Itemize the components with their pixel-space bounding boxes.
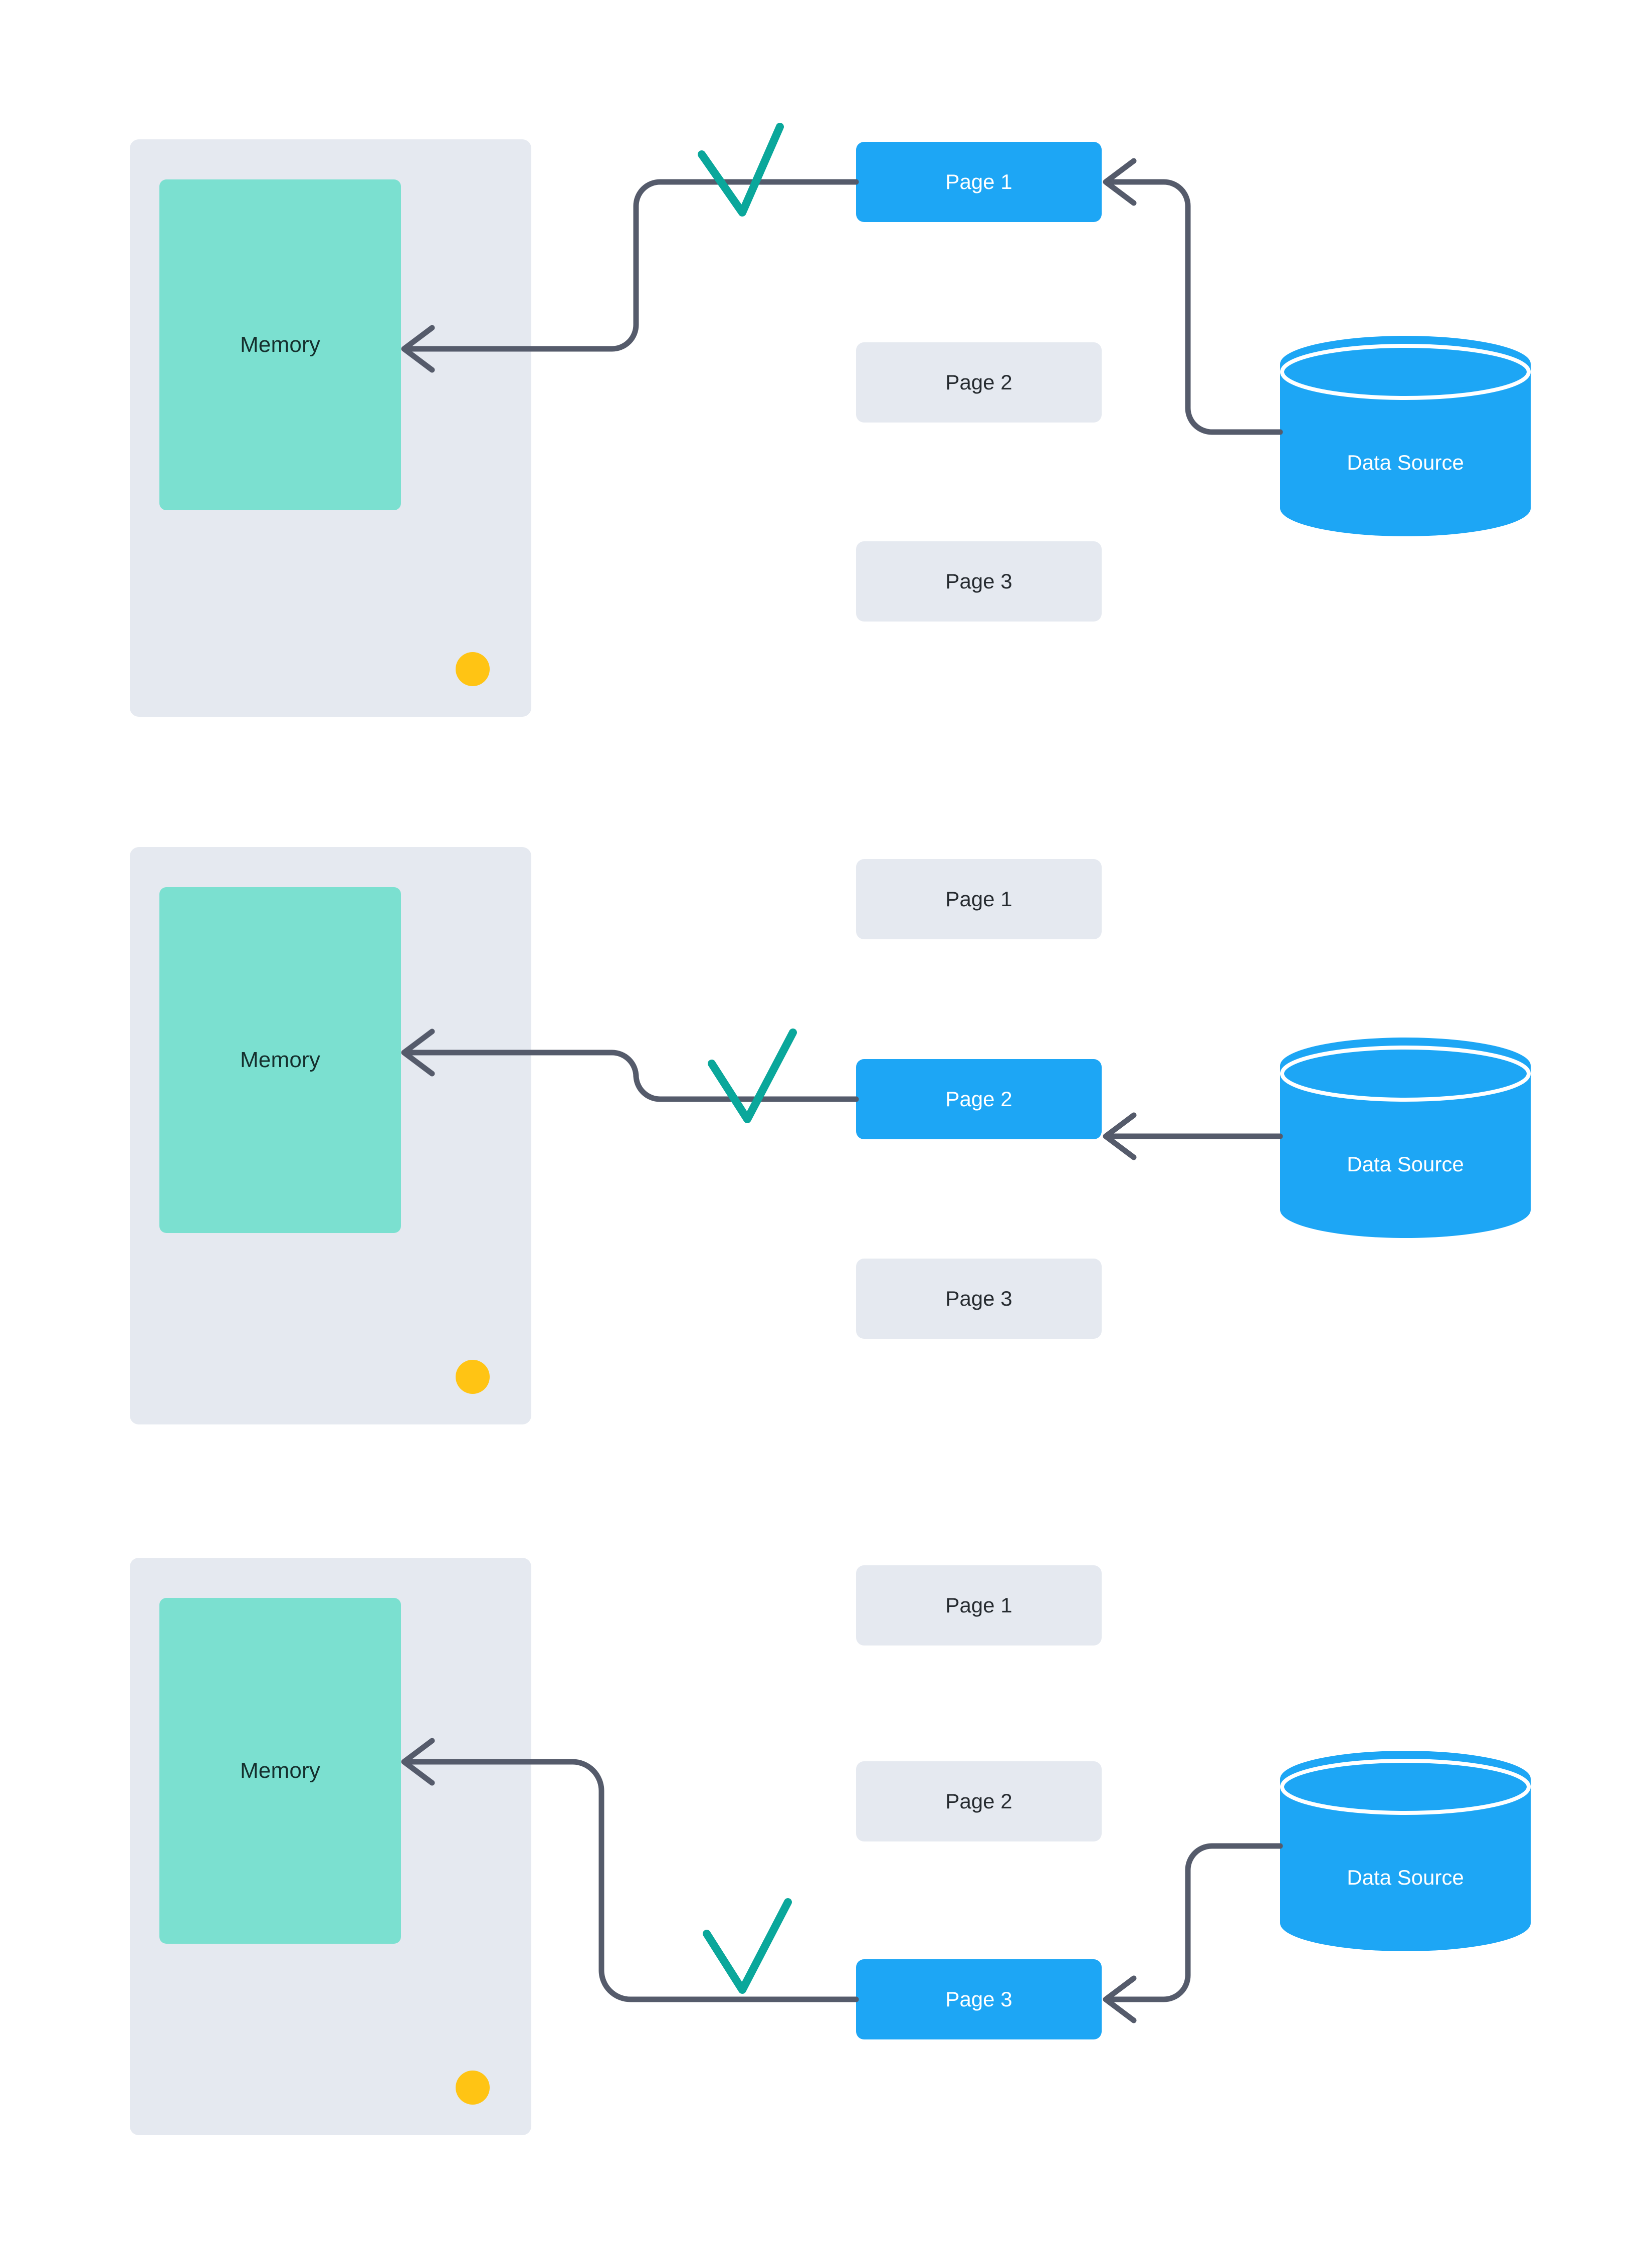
- step-3-datasource-to-page-arrowhead: [1103, 1975, 1137, 2023]
- step-1-memory-box[interactable]: Memory: [159, 179, 401, 510]
- step-1-page-1-label: Page 1: [945, 170, 1012, 193]
- check-icon: [698, 123, 784, 217]
- brand-logo-icon: [456, 640, 508, 698]
- step-2-page-to-memory-connector: [403, 1050, 859, 1102]
- step-2-page-to-memory-arrowhead: [401, 1029, 435, 1077]
- step-1-page-to-memory-arrowhead: [401, 325, 435, 373]
- step-2-database-cylinder-icon[interactable]: [1280, 1038, 1531, 1238]
- step-2-page-3[interactable]: Page 3: [856, 1259, 1102, 1339]
- step-1-database-cylinder-icon[interactable]: [1280, 336, 1531, 536]
- step-3-database-cylinder-icon[interactable]: [1280, 1751, 1531, 1951]
- step-3-page-1-label: Page 1: [945, 1593, 1012, 1617]
- step-2-page-3-label: Page 3: [945, 1287, 1012, 1310]
- check-icon: [708, 1029, 797, 1123]
- step-2-page-2[interactable]: Page 2: [856, 1059, 1102, 1139]
- step-3-datasource-to-page-connector: [1105, 1843, 1283, 2002]
- step-2-page-1[interactable]: Page 1: [856, 859, 1102, 939]
- step-1-datasource-to-page-arrowhead: [1103, 158, 1137, 206]
- step-1-page-2-label: Page 2: [945, 370, 1012, 394]
- step-3-memory-label: Memory: [240, 1758, 321, 1783]
- step-2-memory-label: Memory: [240, 1048, 321, 1072]
- step-3-page-1[interactable]: Page 1: [856, 1565, 1102, 1646]
- step-2-page-1-label: Page 1: [945, 887, 1012, 911]
- step-1-page-2[interactable]: Page 2: [856, 342, 1102, 423]
- step-1-page-to-memory-connector: [403, 179, 859, 352]
- step-2-page-2-label: Page 2: [945, 1087, 1012, 1111]
- check-icon: [703, 1898, 792, 1994]
- step-3-page-to-memory-connector: [403, 1759, 859, 2002]
- step-3-page-2-label: Page 2: [945, 1789, 1012, 1813]
- brand-logo-icon: [456, 2059, 508, 2117]
- step-1-page-3[interactable]: Page 3: [856, 541, 1102, 622]
- step-1-memory-label: Memory: [240, 332, 321, 357]
- step-3-page-3[interactable]: Page 3: [856, 1959, 1102, 2039]
- step-1-datasource-to-page-connector: [1105, 179, 1283, 435]
- step-2-datasource-to-page-arrowhead: [1103, 1112, 1137, 1160]
- step-3-page-2[interactable]: Page 2: [856, 1761, 1102, 1841]
- step-3-page-3-label: Page 3: [945, 1987, 1012, 2011]
- step-1-page-3-label: Page 3: [945, 569, 1012, 593]
- step-3-page-to-memory-arrowhead: [401, 1738, 435, 1786]
- step-2-memory-box[interactable]: Memory: [159, 887, 401, 1233]
- step-1-page-1[interactable]: Page 1: [856, 142, 1102, 222]
- step-3-memory-box[interactable]: Memory: [159, 1598, 401, 1944]
- brand-logo-icon: [456, 1348, 508, 1406]
